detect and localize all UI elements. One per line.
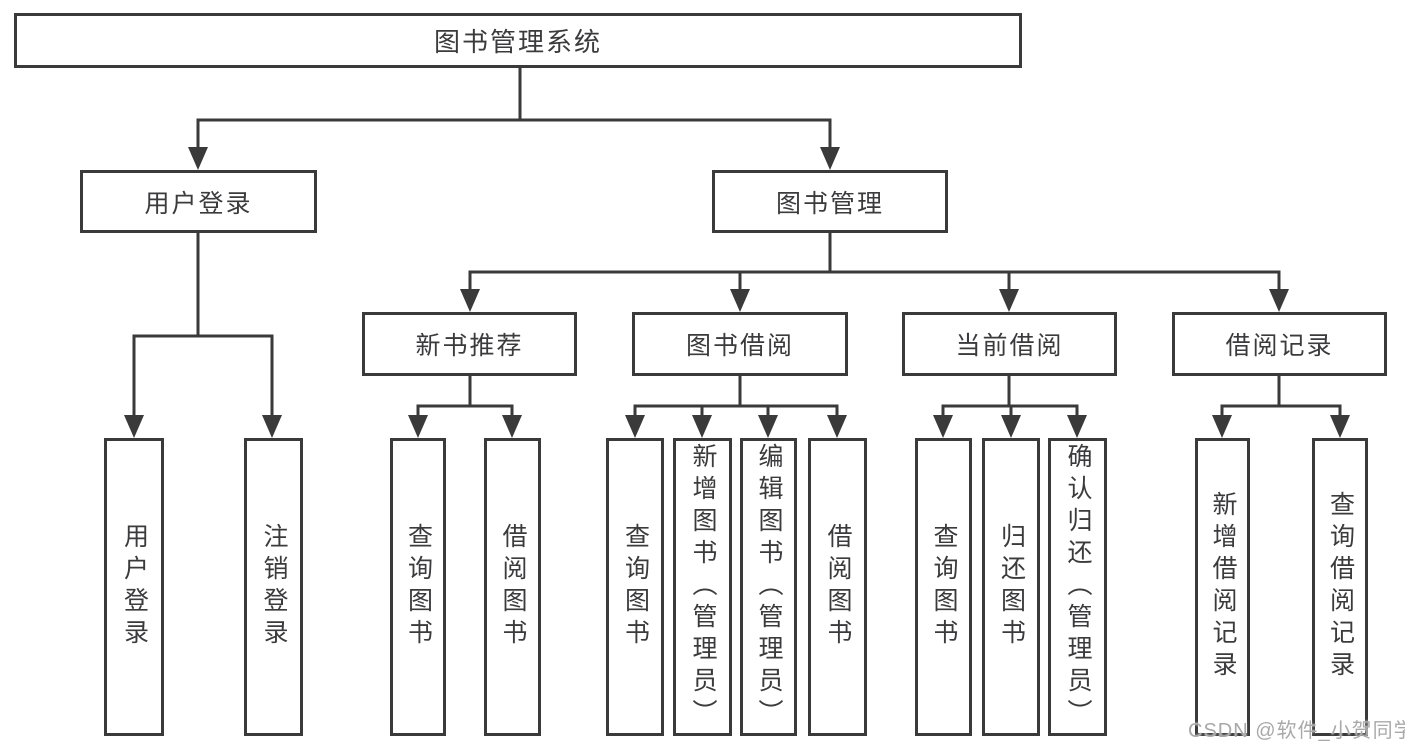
leaf-br-add-record: 新增借阅记录	[1195, 438, 1250, 736]
leaf-bb-query-books: 查询图书	[606, 438, 664, 736]
node-label: 查询图书	[930, 523, 958, 651]
node-label: 新增借阅记录	[1209, 491, 1237, 683]
node-user-login: 用户登录	[80, 170, 317, 233]
node-label: 借阅记录	[1225, 332, 1334, 360]
leaf-bb-add-books-admin: 新增图书（管理员）	[673, 438, 732, 736]
leaf-nbr-borrow-books: 借阅图书	[484, 438, 541, 736]
node-label: 注销登录	[260, 523, 288, 651]
leaf-nbr-query-books: 查询图书	[390, 438, 446, 736]
node-label: 当前借阅	[955, 332, 1064, 360]
node-label: 用户登录	[120, 523, 149, 651]
node-label: 查询图书	[404, 523, 433, 651]
node-book-management: 图书管理	[712, 170, 948, 233]
node-borrow-records: 借阅记录	[1172, 312, 1387, 376]
leaf-br-query-record: 查询借阅记录	[1312, 438, 1368, 736]
node-new-book-recommend: 新书推荐	[362, 312, 577, 376]
leaf-logout: 注销登录	[244, 438, 303, 736]
arrowheads	[124, 147, 1350, 438]
node-label: 图书借阅	[685, 332, 794, 360]
leaf-cb-return-books: 归还图书	[982, 438, 1040, 736]
leaf-user-login: 用户登录	[104, 438, 164, 736]
node-current-borrow: 当前借阅	[902, 312, 1117, 376]
node-label: 查询借阅记录	[1326, 491, 1355, 683]
node-label: 借阅图书	[824, 523, 852, 651]
node-label: 确认归还（管理员）	[1064, 443, 1092, 731]
leaf-bb-edit-books-admin: 编辑图书（管理员）	[740, 438, 797, 736]
leaf-cb-query-books: 查询图书	[915, 438, 972, 736]
node-label: 借阅图书	[499, 523, 527, 651]
leaf-cb-confirm-return-admin: 确认归还（管理员）	[1048, 438, 1107, 736]
node-label: 新书推荐	[415, 332, 524, 360]
node-label: 编辑图书（管理员）	[755, 443, 783, 731]
node-label: 用户登录	[144, 189, 253, 218]
csdn-watermark: CSDN @软件_小贺同学	[1188, 720, 1405, 742]
node-library-management-system: 图书管理系统	[14, 13, 1022, 68]
node-label: 图书管理	[775, 189, 884, 218]
leaf-bb-borrow-books: 借阅图书	[808, 438, 867, 736]
node-book-borrow: 图书借阅	[632, 312, 848, 376]
node-label: 查询图书	[621, 523, 650, 651]
node-label: 图书管理系统	[433, 27, 602, 57]
node-label: 新增图书（管理员）	[689, 443, 717, 731]
node-label: 归还图书	[997, 523, 1026, 651]
